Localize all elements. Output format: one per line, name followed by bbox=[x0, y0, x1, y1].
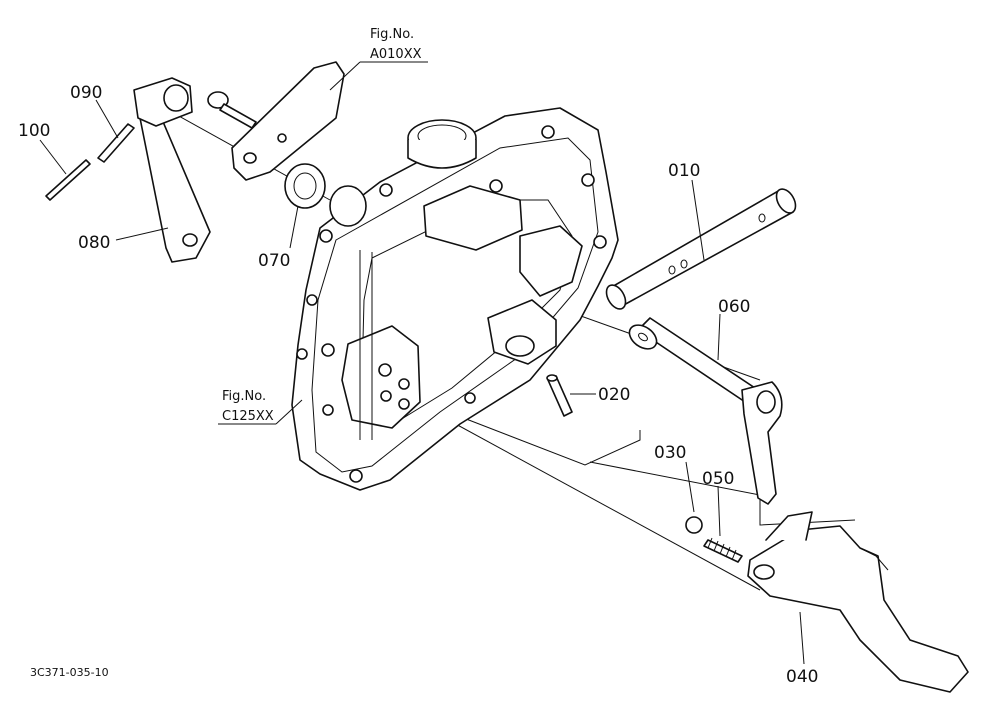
callout-030: 030 bbox=[654, 443, 686, 463]
part-070-oil-seal bbox=[284, 163, 326, 209]
part-080-lever-arm bbox=[133, 77, 211, 263]
figure-ref-top: Fig.No. A010XX bbox=[370, 27, 422, 62]
callout-090: 090 bbox=[70, 83, 102, 103]
figure-ref-left: Fig.No. C125XX bbox=[222, 389, 274, 424]
bolt bbox=[207, 91, 257, 129]
part-010-shift-shaft bbox=[605, 188, 797, 310]
callout-040: 040 bbox=[786, 667, 818, 687]
part-040-shift-fork bbox=[747, 511, 969, 693]
callout-020: 020 bbox=[598, 385, 630, 405]
part-030-steel-ball bbox=[685, 516, 703, 534]
figure-ref-left-label: Fig.No. bbox=[222, 389, 266, 404]
callout-060: 060 bbox=[718, 297, 750, 317]
cover-plate bbox=[231, 61, 345, 181]
figure-ref-top-label: Fig.No. bbox=[370, 27, 414, 42]
part-020-spring-pin bbox=[546, 374, 573, 417]
callout-070: 070 bbox=[258, 251, 290, 271]
callout-050: 050 bbox=[702, 469, 734, 489]
housing-collar bbox=[329, 185, 367, 227]
figure-ref-left-code: C125XX bbox=[222, 409, 274, 424]
callout-080: 080 bbox=[78, 233, 110, 253]
figure-ref-top-code: A010XX bbox=[370, 47, 422, 62]
callout-100: 100 bbox=[18, 121, 50, 141]
part-050-spring bbox=[703, 537, 743, 563]
callout-labels: 100 090 080 070 010 020 060 030 050 040 bbox=[18, 83, 818, 687]
document-id: 3C371-035-10 bbox=[30, 666, 109, 679]
gear-case-housing bbox=[291, 107, 619, 491]
callout-010: 010 bbox=[668, 161, 700, 181]
part-060-lever-shaft bbox=[628, 317, 783, 505]
part-100-pin bbox=[45, 159, 91, 201]
part-090-pin bbox=[97, 123, 135, 163]
callout-leaders bbox=[39, 61, 805, 665]
